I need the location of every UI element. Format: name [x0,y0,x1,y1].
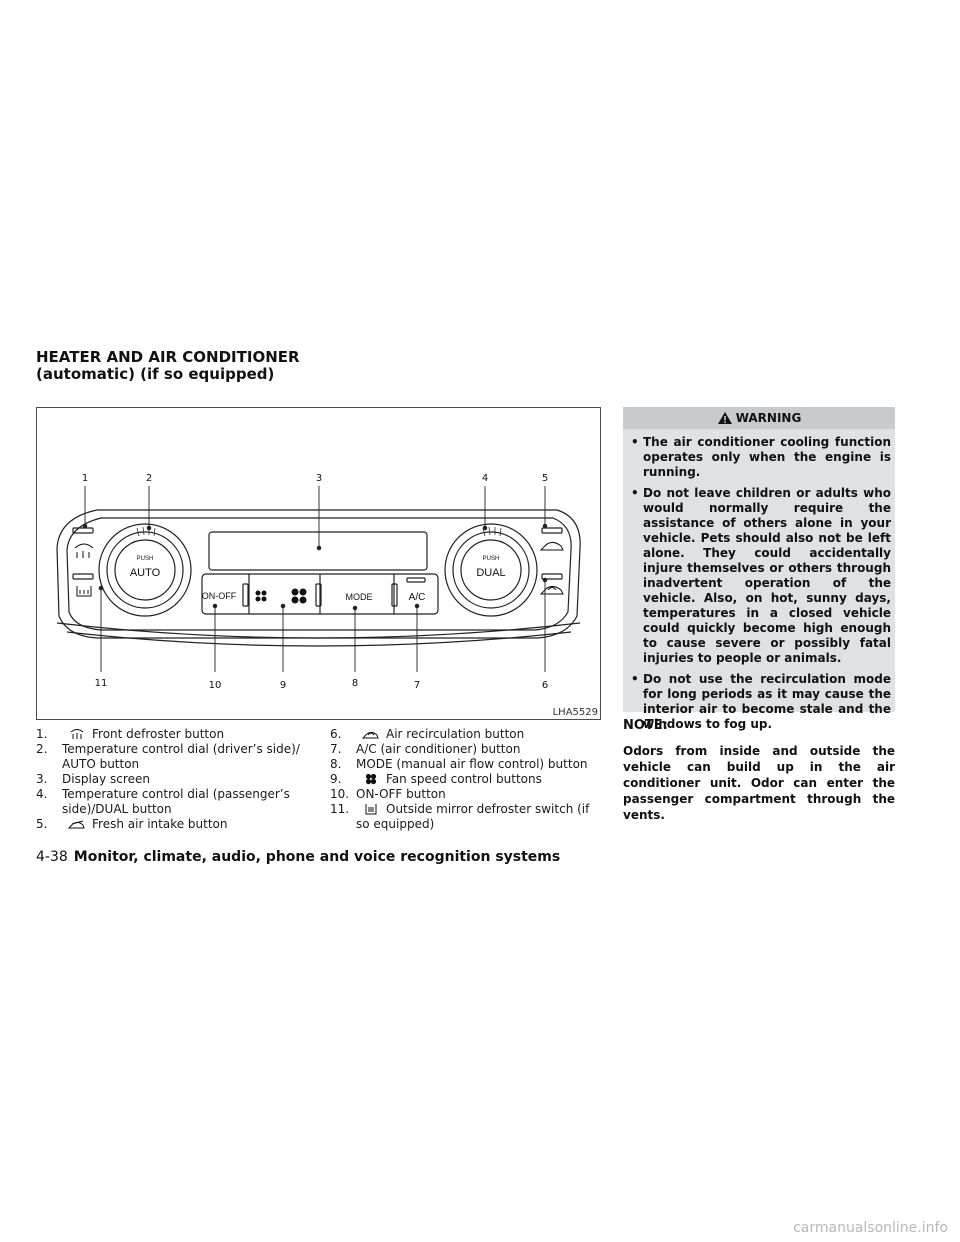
legend-item-4: 4. Temperature control dial (passenger’s… [36,787,290,816]
callout-3: 3 [316,473,322,484]
callout-1: 1 [82,473,88,484]
callout-2: 2 [146,473,152,484]
page-number: 4-38 [36,849,68,865]
section-title-line1: HEATER AND AIR CONDITIONER [36,348,300,366]
callout-5: 5 [542,473,548,484]
on-off-label: ON-OFF [202,591,237,601]
fan-low-icon [255,590,267,602]
warning-box: WARNING •The air conditioner cooling fun… [623,407,895,731]
fresh-air-icon [62,818,92,830]
warning-item: •Do not use the recirculation mode for l… [631,672,891,731]
section-title: HEATER AND AIR CONDITIONER (automatic) (… [36,349,300,383]
legend-item-5: 5. Fresh air intake button [36,817,228,831]
push-label-right: PUSH [483,556,500,562]
auto-label: AUTO [130,567,161,579]
section-title-line2: (automatic) (if so equipped) [36,365,275,383]
legend-left: 1. Front defroster button 2. Temperature… [36,727,316,832]
callout-8: 8 [352,678,358,689]
warning-item: •The air conditioner cooling function op… [631,435,891,479]
warning-title: WARNING [735,411,802,425]
warning-header: WARNING [623,407,895,429]
callout-4: 4 [482,473,488,484]
note-title: NOTE: [623,718,668,733]
push-label-left: PUSH [137,556,154,562]
mirror-defroster-icon [356,803,386,815]
figure-code: LHA5529 [552,707,598,718]
legend-item-2: 2. Temperature control dial (driver’s si… [36,742,300,771]
fan-icon [356,773,386,785]
recirculation-icon [356,728,386,740]
warning-list: •The air conditioner cooling function op… [631,435,891,738]
climate-panel-illustration: 1 2 3 4 5 6 7 8 9 10 11 PUSH AUTO ON-OFF… [56,473,581,691]
fan-high-icon [291,588,307,604]
dual-label: DUAL [476,567,505,579]
legend-item-1: 1. Front defroster button [36,727,225,741]
watermark: carmanualsonline.info [793,1220,948,1236]
legend-item-7: 7. A/C (air conditioner) button [330,742,521,756]
note-body: Odors from inside and outside the vehicl… [623,744,895,822]
callout-9: 9 [280,680,286,691]
warning-item: •Do not leave children or adults who wou… [631,486,891,665]
warning-triangle-icon [717,410,733,432]
legend-item-10: 10. ON-OFF button [330,787,446,801]
ac-label: A/C [409,592,426,603]
legend-item-3: 3. Display screen [36,772,150,786]
callout-6: 6 [542,680,548,691]
page-footer: 4-38 Monitor, climate, audio, phone and v… [36,849,560,865]
legend-right: 6. Air recirculation button 7. A/C (air … [330,727,605,832]
fresh-air-panel-icon [539,542,564,551]
mirror-defroster-panel-icon [76,586,92,597]
callout-11: 11 [95,678,108,689]
callout-10: 10 [209,680,222,691]
chapter-title: Monitor, climate, audio, phone and voice… [73,849,561,865]
front-defroster-icon [62,728,92,740]
front-defroster-panel-icon [74,543,94,558]
legend-item-9: 9. Fan speed control buttons [330,772,542,786]
mode-label: MODE [346,592,373,602]
climate-panel-figure: 1 2 3 4 5 6 7 8 9 10 11 PUSH AUTO ON-OFF… [36,407,601,720]
callout-7: 7 [414,680,420,691]
legend-item-8: 8. MODE (manual air flow control) button [330,757,588,771]
legend-item-11: 11. Outside mirror defroster switch (if … [330,802,590,831]
recirculation-panel-icon [539,586,564,595]
legend-item-6: 6. Air recirculation button [330,727,525,741]
